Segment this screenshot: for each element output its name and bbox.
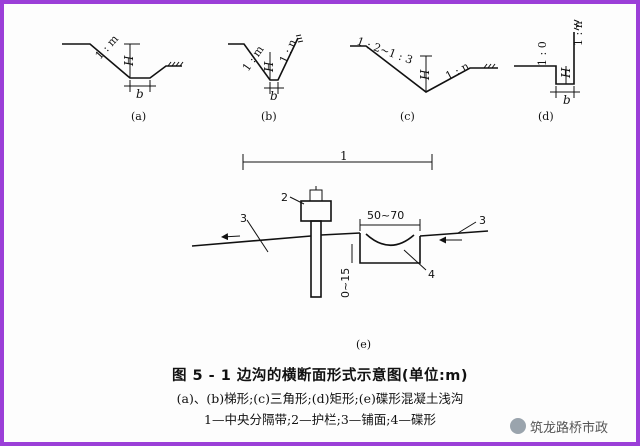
- watermark-logo-icon: [510, 418, 526, 434]
- panel-d-slope-left-label: 1 : 0: [536, 41, 549, 66]
- panel-b: 1 : m 1 : n H b (b): [228, 34, 304, 123]
- flow-arrow-left: [221, 233, 241, 241]
- panel-c-depth-label: H: [418, 69, 432, 81]
- panel-b-width-label: b: [270, 89, 278, 103]
- panel-d-slope-right-label: 1 : n: [572, 21, 585, 46]
- pavement-left-surface: [191, 235, 312, 247]
- panel-d-depth-label: H: [559, 67, 573, 79]
- panel-e-caption: (e): [356, 338, 371, 351]
- figure-legend-types: (a)、(b)梯形;(c)三角形;(d)矩形;(e)碟形混凝土浅沟: [176, 391, 464, 406]
- guardrail-post: [310, 220, 322, 298]
- callout-pavement-left: 3: [240, 212, 247, 225]
- callout-dish: 4: [428, 268, 435, 281]
- panel-b-slope-right-label: 1 : n: [277, 37, 299, 65]
- panel-b-depth-label: H: [262, 61, 276, 73]
- callout-4-leader: [403, 249, 427, 271]
- panel-d-ditch-outline: [514, 32, 575, 85]
- panel-b-ground-hatch: [295, 34, 304, 43]
- panel-c-caption: (c): [400, 110, 415, 123]
- figure-legend-components: 1—中央分隔带;2—护栏;3—铺面;4—碟形: [204, 412, 436, 427]
- figure-title: 图 5 - 1 边沟的横断面形式示意图(单位:m): [171, 368, 469, 384]
- callout-pavement-right: 3: [479, 214, 486, 227]
- pavement-right-surface: [419, 230, 489, 237]
- depth-dimension-label: 0~15: [339, 268, 352, 298]
- panel-a-depth-label: H: [122, 55, 136, 67]
- median-surface: [320, 232, 361, 236]
- watermark: 筑龙路桥市政: [510, 415, 608, 437]
- panel-d-ground-hatch: [573, 19, 580, 31]
- panel-a-ground-hatch: [167, 61, 184, 67]
- panel-a-caption: (a): [131, 110, 146, 123]
- callout-3-right-leader: [457, 221, 477, 234]
- callout-2-leader: [289, 196, 305, 205]
- guardrail-block: [300, 200, 332, 222]
- watermark-text: 筑龙路桥市政: [530, 420, 609, 436]
- panel-b-caption: (b): [261, 110, 277, 123]
- panel-a-width-label: b: [136, 87, 144, 101]
- panel-c-slope-right-label: 1 : n: [443, 60, 471, 83]
- panel-d: 1 : 0 1 : n H b (d): [514, 19, 585, 123]
- panel-a-ditch-outline: [62, 43, 182, 79]
- panel-a: 1 : m H b (a): [62, 32, 184, 123]
- dish-gutter-body: [359, 233, 421, 264]
- median-dimension-label: 1: [340, 149, 348, 163]
- panel-c-ground-hatch: [483, 63, 496, 69]
- panel-d-width-label: b: [563, 93, 571, 107]
- dish-gutter-curve: [365, 233, 415, 247]
- panel-d-caption: (d): [538, 110, 554, 123]
- panel-c-slope-left-label: 1 : 2~1 : 3: [355, 35, 415, 67]
- panel-c: 1 : 2~1 : 3 1 : n H (c): [350, 35, 498, 123]
- guardrail-bolt: [309, 189, 323, 202]
- callout-guardrail: 2: [281, 191, 288, 204]
- width-dimension-label: 50~70: [367, 209, 404, 222]
- callout-3-left-leader: [246, 219, 269, 253]
- panel-e: 1 2 3 3 4 50~70 0~15 (e): [191, 149, 489, 351]
